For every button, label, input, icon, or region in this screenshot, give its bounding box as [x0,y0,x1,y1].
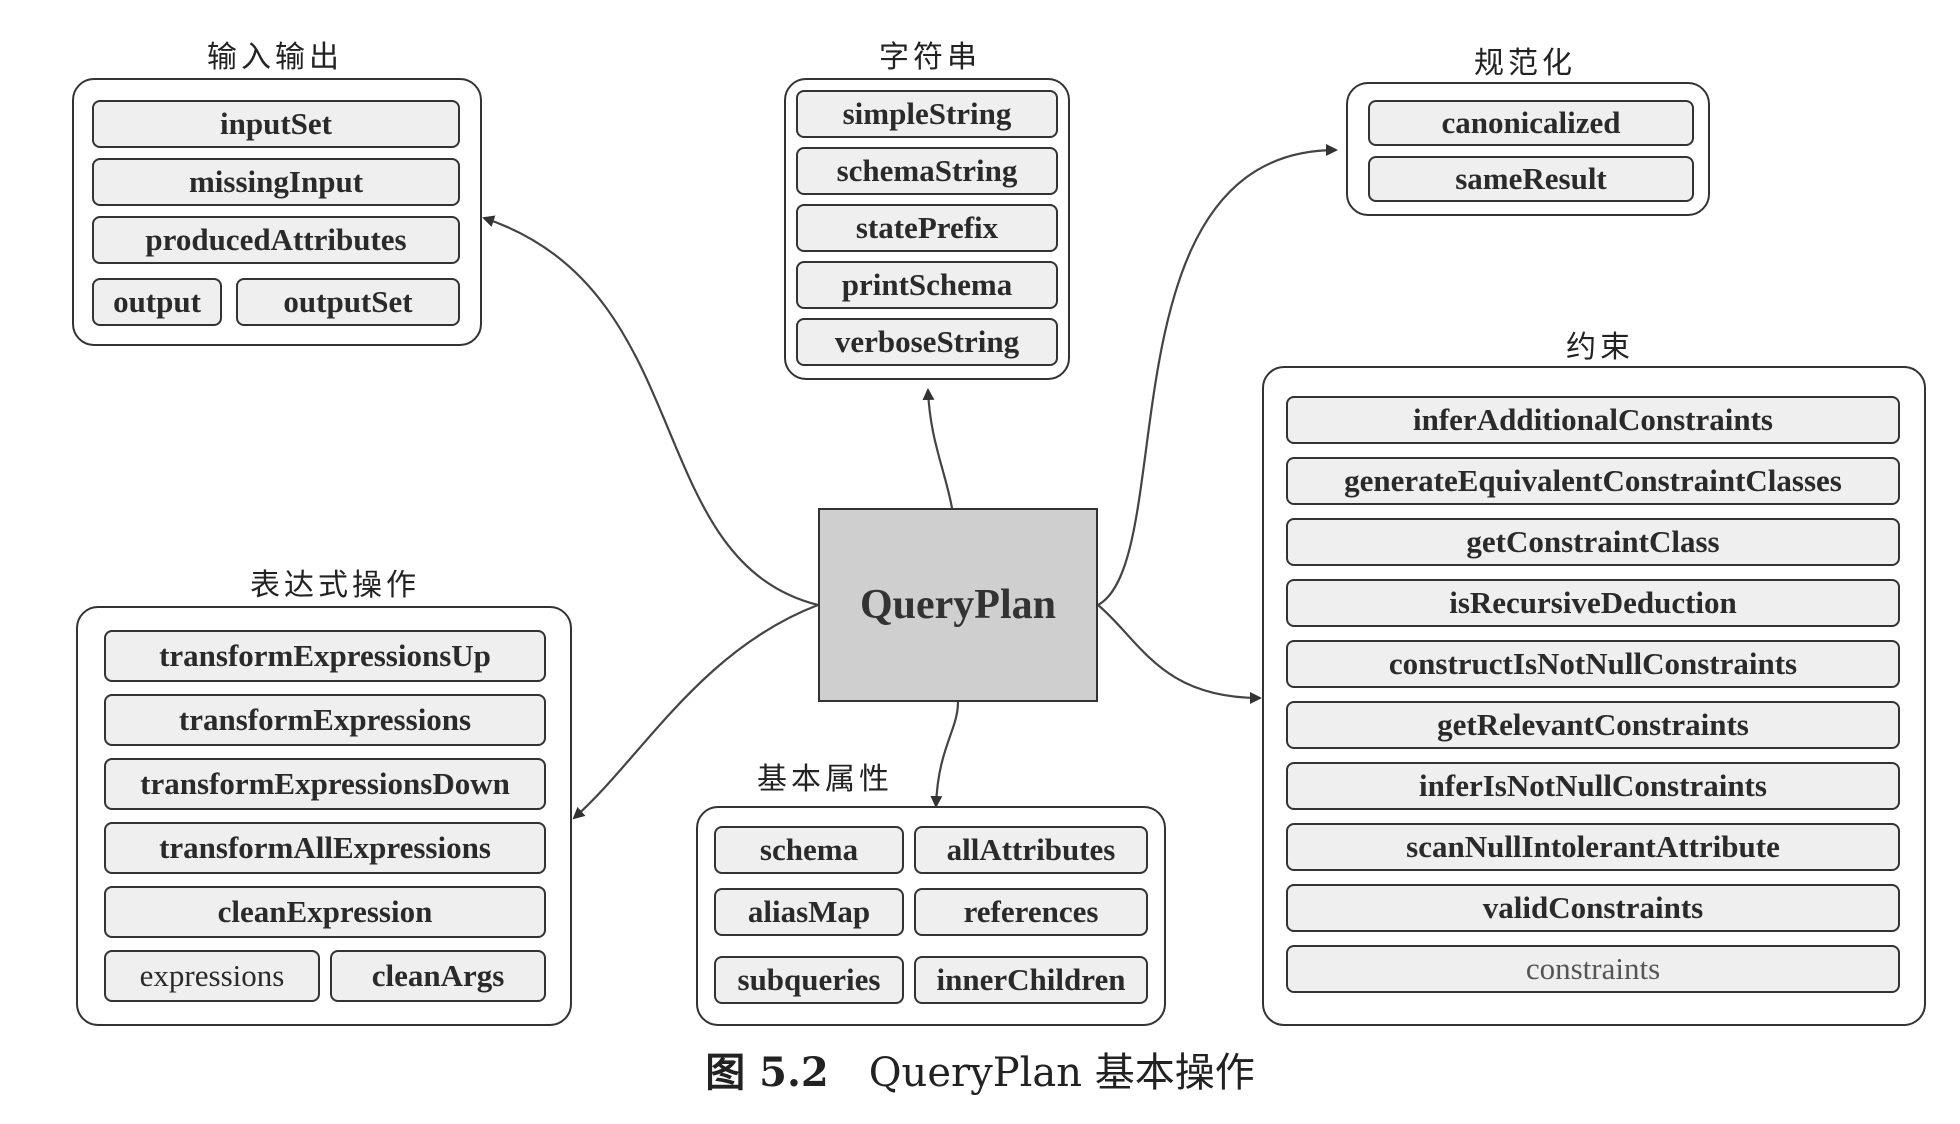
arrow-to-string [922,388,954,509]
item-generateequivalentconstraintclasses: generateEquivalentConstraintClasses [1286,457,1900,505]
item-canonicalized: canonicalized [1368,100,1694,146]
group-title-io: 输入输出 [207,40,343,75]
figure-number: 图 5.2 [705,1049,829,1096]
group-io: inputSet missingInput producedAttributes… [72,78,482,346]
item-output: output [92,278,222,326]
item-schema: schema [714,826,904,874]
item-validconstraints: validConstraints [1286,884,1900,932]
item-transformexpressionsdown: transformExpressionsDown [104,758,546,810]
group-constraint: inferAdditionalConstraints generateEquiv… [1262,366,1926,1026]
group-title-basic: 基本属性 [757,762,893,797]
item-innerchildren: innerChildren [914,956,1148,1004]
item-schemastring: schemaString [796,147,1058,195]
group-title-canon: 规范化 [1474,46,1576,81]
group-canon: canonicalized sameResult [1346,82,1710,216]
item-outputset: outputSet [236,278,460,326]
item-aliasmap: aliasMap [714,888,904,936]
item-scannullintolerantattribute: scanNullIntolerantAttribute [1286,823,1900,871]
item-cleanexpression: cleanExpression [104,886,546,938]
item-missinginput: missingInput [92,158,460,206]
group-title-constraint: 约束 [1566,330,1634,365]
item-allattributes: allAttributes [914,826,1148,874]
item-cleanargs: cleanArgs [330,950,546,1002]
item-verbosestring: verboseString [796,318,1058,366]
item-getrelevantconstraints: getRelevantConstraints [1286,701,1900,749]
group-basic: schema allAttributes aliasMap references… [696,806,1166,1026]
item-transformallexpressions: transformAllExpressions [104,822,546,874]
arrow-to-constraint [1097,604,1262,704]
arrow-to-basic [930,701,960,808]
item-expressions: expressions [104,950,320,1002]
item-stateprefix: statePrefix [796,204,1058,252]
item-transformexpressions: transformExpressions [104,694,546,746]
group-title-string: 字符串 [879,40,981,75]
item-constraints: constraints [1286,945,1900,993]
group-title-expr: 表达式操作 [250,568,420,603]
arrow-to-io [482,215,819,607]
item-subqueries: subqueries [714,956,904,1004]
group-string: simpleString schemaString statePrefix pr… [784,78,1070,380]
item-constructisnotnullconstraints: constructIsNotNullConstraints [1286,640,1900,688]
item-printschema: printSchema [796,261,1058,309]
item-inputset: inputSet [92,100,460,148]
item-inferadditionalconstraints: inferAdditionalConstraints [1286,396,1900,444]
item-getconstraintclass: getConstraintClass [1286,518,1900,566]
item-producedattributes: producedAttributes [92,216,460,264]
figure-caption-text: QueryPlan 基本操作 [868,1050,1255,1096]
item-references: references [914,888,1148,936]
item-isrecursivededuction: isRecursiveDeduction [1286,579,1900,627]
item-transformexpressionsup: transformExpressionsUp [104,630,546,682]
group-expr: transformExpressionsUp transformExpressi… [76,606,572,1026]
item-inferisnotnullconstraints: inferIsNotNullConstraints [1286,762,1900,810]
figure-caption: 图 5.2 QueryPlan 基本操作 [0,1040,1960,1098]
item-simplestring: simpleString [796,90,1058,138]
item-sameresult: sameResult [1368,156,1694,202]
center-node-queryplan: QueryPlan [818,508,1098,702]
